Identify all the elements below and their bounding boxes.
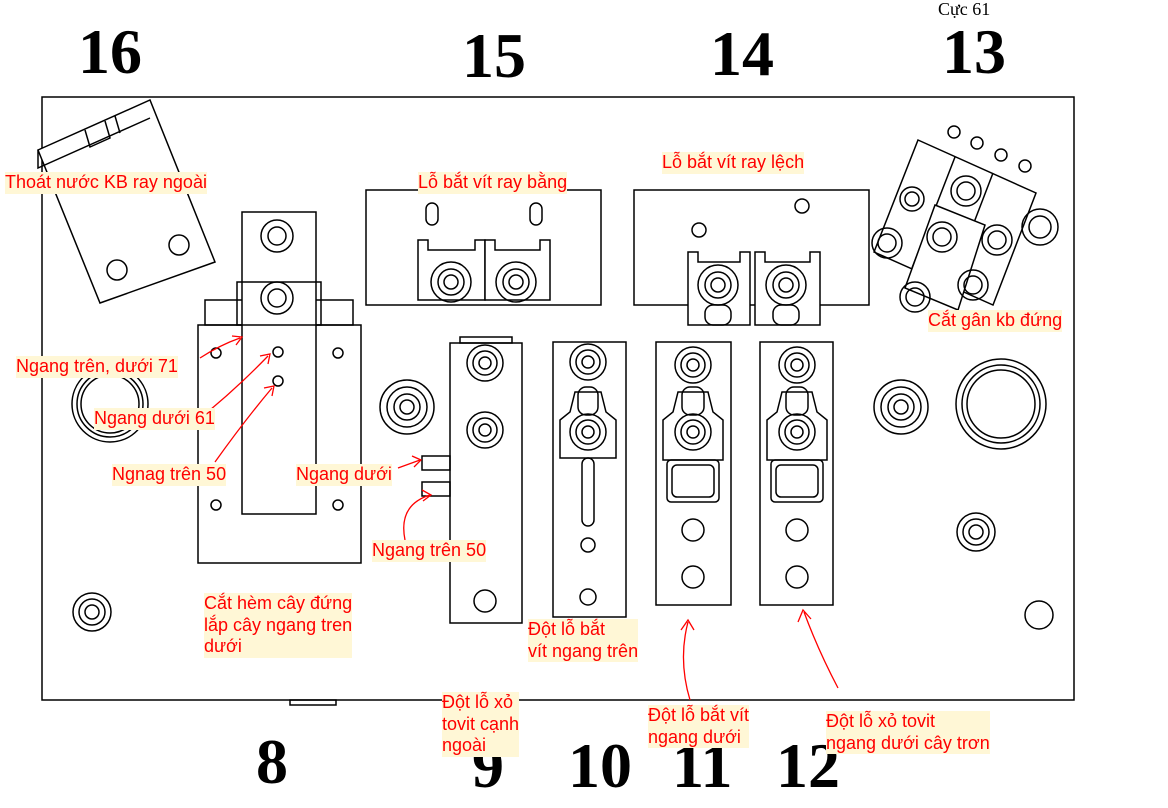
annotation-arrows [199,335,839,701]
annotation-lo-bat-vit-ray-lech: Lỗ bắt vít ray lệch [662,152,805,174]
station-12-punch [759,341,834,606]
station-13-blocks [871,125,1059,313]
annotation-dot-lo-bat-vit-ngang-tren: Đột lỗ bắt vít ngang trên [528,619,639,663]
annotation-dot-lo-xo-tovit-ngang-duoi-cay-tron: Đột lỗ xỏ tovit ngang dưới cây trơn [826,711,990,755]
station-15-bracket [365,189,602,306]
station-number-10: 10 [568,730,632,801]
station-number-13: 13 [942,16,1006,87]
right-ring [955,358,1047,450]
annotation-ngang-duoi-61: Ngang dưới 61 [94,408,215,430]
annotation-ngang-tren-duoi-71: Ngang trên, dưới 71 [16,356,178,378]
station-8-tool [197,211,362,564]
station-number-8: 8 [256,726,288,797]
station-number-15: 15 [462,20,526,91]
station-number-16: 16 [78,16,142,87]
annotation-lo-bat-vit-ray-bang: Lỗ bắt vít ray bằng [418,172,568,194]
annotation-dot-lo-xo-tovit-canh-ngoai: Đột lỗ xỏ tovit cạnh ngoài [442,692,520,757]
station-11-punch [655,341,732,606]
annotation-cat-gan-kb-dung: Cắt gân kb đứng [928,310,1063,332]
annotation-dot-lo-bat-vit-ngang-duoi: Đột lỗ bắt vít ngang dưới [648,705,750,749]
station-9-punch [421,336,523,624]
station-14-bracket [633,189,870,326]
annotation-ngang-duoi: Ngang dưới [296,464,392,486]
station-16-block [37,98,216,304]
station-number-14: 14 [710,18,774,89]
annotation-cat-hem: Cắt hèm cây đứng lắp cây ngang tren dưới [204,593,353,658]
station-10-punch [552,341,627,618]
base-plate [41,96,1075,701]
plate-tab [289,699,337,706]
top-cut-label: Cực 61 [938,0,991,19]
annotation-ngnag-tren-50: Ngnag trên 50 [112,464,227,486]
annotation-thoat-nuoc: Thoát nước KB ray ngoài [5,172,207,194]
annotation-ngang-tren-50: Ngang trên 50 [372,540,487,562]
